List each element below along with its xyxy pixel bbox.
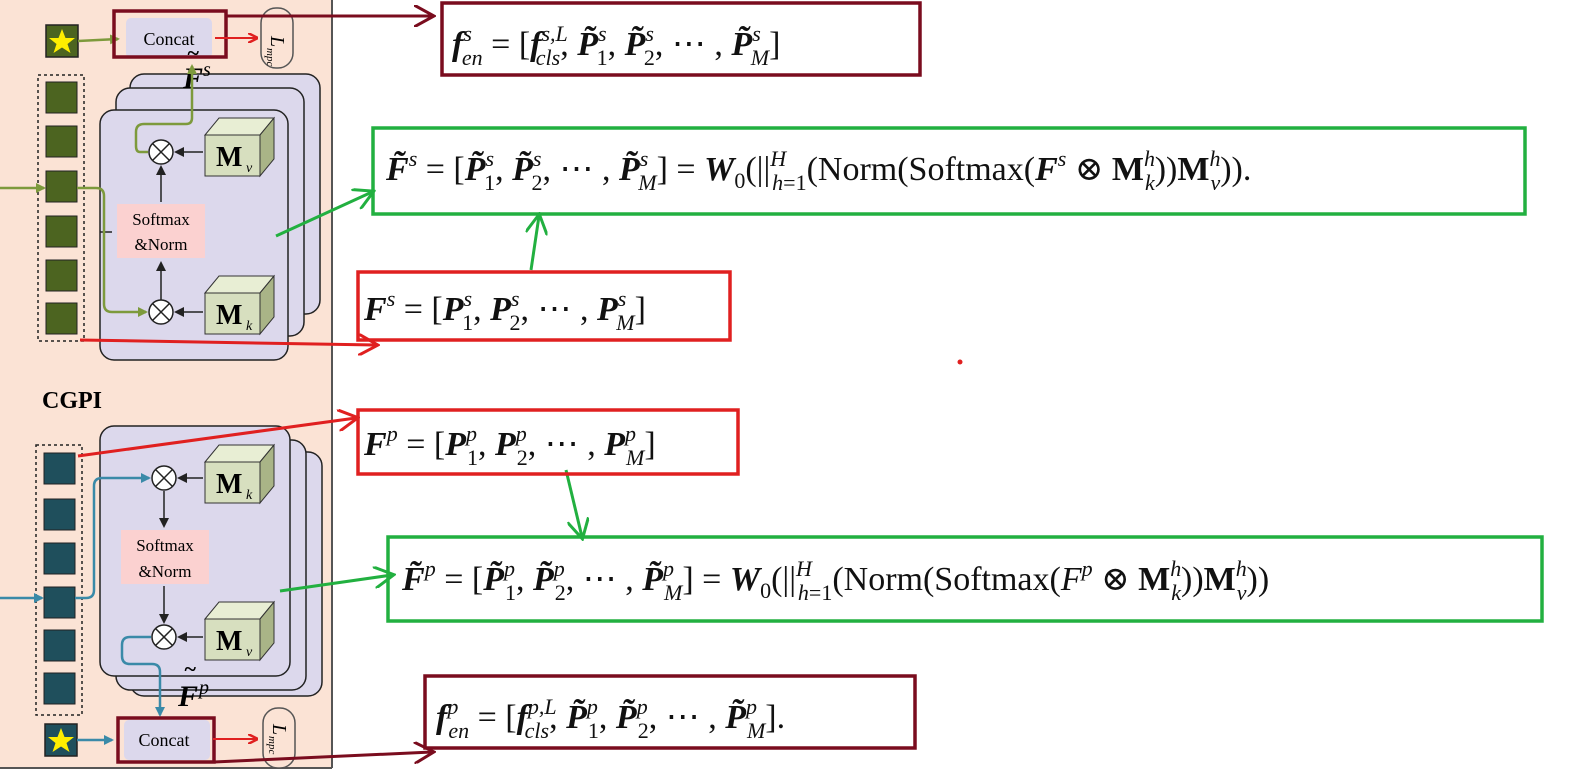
top-token xyxy=(45,170,78,203)
eq-Ftilde-s-box xyxy=(371,126,1527,216)
bottom-token xyxy=(43,629,76,662)
star-icon xyxy=(49,29,75,53)
top-token xyxy=(45,259,78,292)
svg-text:mpc: mpc xyxy=(266,736,278,754)
svg-text:L: L xyxy=(268,723,290,735)
svg-text:~: ~ xyxy=(187,40,200,65)
top-branch: Concat L mpc ~ F s M v M k xyxy=(0,7,321,361)
bottom-token xyxy=(43,452,76,485)
eq-fen-p-box xyxy=(423,674,917,750)
top-mv-cube xyxy=(204,134,261,177)
arrow-bottom-concat xyxy=(213,752,432,762)
svg-text:&Norm: &Norm xyxy=(135,235,188,254)
svg-text:v: v xyxy=(246,161,253,176)
top-token xyxy=(45,302,78,335)
eq-fen-s-box xyxy=(440,1,922,77)
arrow-top-tokens xyxy=(79,340,376,345)
eq-Ftilde-p-box xyxy=(386,535,1544,623)
arrow-Fp-down xyxy=(564,469,582,537)
svg-text:&Norm: &Norm xyxy=(139,562,192,581)
top-concat-box xyxy=(126,18,212,58)
svg-text:Softmax: Softmax xyxy=(136,536,194,555)
bottom-concat-box xyxy=(124,720,210,760)
eq-Fp-box xyxy=(356,408,740,476)
svg-text:M: M xyxy=(216,142,242,173)
svg-text:~: ~ xyxy=(184,656,197,681)
top-loss-capsule xyxy=(260,7,294,69)
top-softmax-norm-box xyxy=(117,204,205,258)
svg-text:M: M xyxy=(216,626,242,657)
bottom-mk-cube xyxy=(204,461,261,504)
bottom-otimes-lower xyxy=(151,624,177,650)
svg-text:M: M xyxy=(216,300,242,331)
eq-Fs-box xyxy=(356,270,732,342)
arrow-bottom-tokens xyxy=(77,418,356,458)
arrow-top-attn xyxy=(275,192,372,238)
top-token xyxy=(45,125,78,158)
top-otimes-upper xyxy=(148,139,174,165)
svg-text:M: M xyxy=(216,469,242,500)
bottom-mv-cube xyxy=(204,618,261,661)
svg-text:k: k xyxy=(246,319,253,334)
bottom-output-label: F xyxy=(177,680,198,713)
bottom-loss-capsule xyxy=(262,707,296,769)
star-icon xyxy=(48,728,74,752)
top-otimes-lower xyxy=(148,299,174,325)
bottom-branch: M k M v Softmax &Norm xyxy=(0,425,323,769)
svg-text:v: v xyxy=(246,645,253,660)
top-loss-sub: mpc xyxy=(264,48,276,66)
top-mk-cube xyxy=(204,292,261,335)
bottom-concat-label: Concat xyxy=(139,730,190,750)
bottom-token xyxy=(43,672,76,705)
top-token xyxy=(45,81,78,114)
bottom-softmax-norm-box xyxy=(121,530,209,584)
svg-text:Softmax: Softmax xyxy=(132,210,190,229)
svg-text:s: s xyxy=(203,59,211,81)
svg-text:k: k xyxy=(246,488,253,503)
bottom-token xyxy=(43,586,76,619)
top-concat-label: Concat xyxy=(144,29,195,49)
bottom-otimes-upper xyxy=(151,465,177,491)
svg-text:p: p xyxy=(197,677,209,699)
arrow-Fs-up xyxy=(531,216,539,271)
bottom-token xyxy=(43,498,76,531)
arrow-bottom-attn xyxy=(279,575,392,593)
bottom-token xyxy=(43,542,76,575)
cgpi-label: CGPI xyxy=(42,388,102,414)
top-token xyxy=(45,215,78,248)
top-loss-label: L xyxy=(266,35,288,47)
